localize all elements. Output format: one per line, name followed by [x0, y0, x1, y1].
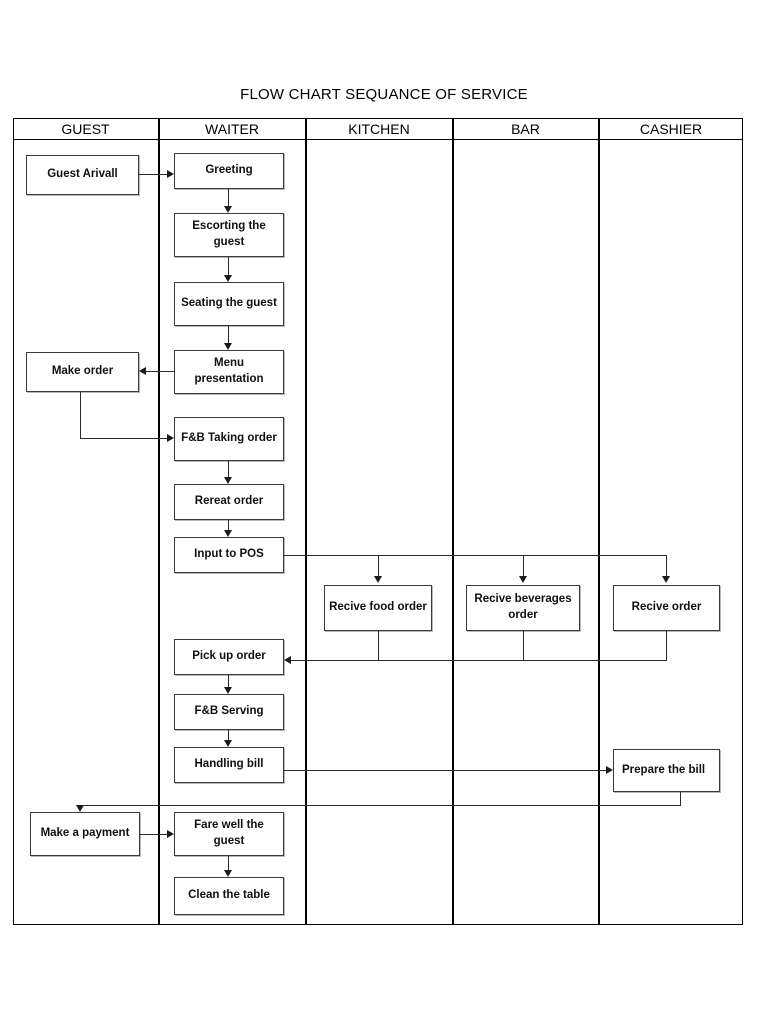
swimlane-table-frame	[13, 118, 743, 925]
connector-recive-food-drop	[378, 631, 380, 661]
connector-escorting-to-seating	[228, 257, 230, 275]
node-fb-taking-order[interactable]: F&B Taking order	[174, 417, 284, 461]
lane-divider-4	[598, 118, 600, 925]
connector-handling-bill-to-prepare	[284, 770, 606, 772]
node-input-to-pos[interactable]: Input to POS	[174, 537, 284, 573]
arrowhead-prepare-bill-to-payment	[76, 805, 84, 812]
connector-seating-to-menu	[228, 326, 230, 343]
connector-bus-to-recive-order	[666, 555, 668, 576]
arrowhead-farewell-to-clean	[224, 870, 232, 877]
page-title: FLOW CHART SEQUANCE OF SERVICE	[240, 86, 528, 103]
arrowhead-menu-to-make-order	[139, 367, 146, 375]
lane-divider-2	[305, 118, 307, 925]
arrowhead-payment-to-farewell	[167, 830, 174, 838]
lane-header-waiter: WAITER	[205, 121, 259, 137]
connector-greeting-to-escorting	[228, 189, 230, 206]
node-seating-the-guest[interactable]: Seating the guest	[174, 282, 284, 326]
arrowhead-bus-to-recive-beverages	[519, 576, 527, 583]
swimlane-header-row	[13, 118, 743, 140]
node-recive-beverages-order[interactable]: Recive beverages order	[466, 585, 580, 631]
node-greeting[interactable]: Greeting	[174, 153, 284, 189]
connector-recive-order-drop	[666, 631, 668, 661]
lane-header-kitchen: KITCHEN	[348, 121, 410, 137]
connector-return-bus-to-pickup	[291, 660, 667, 662]
node-fare-well-the-guest[interactable]: Fare well the guest	[174, 812, 284, 856]
arrowhead-handling-bill-to-prepare	[606, 766, 613, 774]
arrowhead-serving-to-handling-bill	[224, 740, 232, 747]
connector-arrival-to-greeting	[139, 174, 167, 176]
connector-bus-to-recive-food	[378, 555, 380, 576]
arrowhead-greeting-to-escorting	[224, 206, 232, 213]
arrowhead-arrival-to-greeting	[167, 170, 174, 178]
node-escorting-the-guest[interactable]: Escorting the guest	[174, 213, 284, 257]
arrowhead-return-bus-to-pickup	[284, 656, 291, 664]
connector-serving-to-handling-bill	[228, 730, 230, 740]
arrowhead-make-order-to-fb-taking	[167, 434, 174, 442]
lane-divider-1	[158, 118, 160, 925]
connector-prepare-bill-drop	[680, 792, 682, 806]
connector-fb-taking-to-rereat	[228, 461, 230, 477]
node-handling-bill[interactable]: Handling bill	[174, 747, 284, 783]
connector-recive-beverages-drop	[523, 631, 525, 661]
node-clean-the-table[interactable]: Clean the table	[174, 877, 284, 915]
arrowhead-escorting-to-seating	[224, 275, 232, 282]
node-make-order[interactable]: Make order	[26, 352, 139, 392]
connector-pickup-to-serving	[228, 675, 230, 687]
connector-farewell-to-clean	[228, 856, 230, 870]
lane-header-cashier: CASHIER	[639, 121, 703, 137]
node-fb-serving[interactable]: F&B Serving	[174, 694, 284, 730]
connector-menu-to-make-order	[146, 371, 174, 373]
connector-make-order-to-fb-taking	[80, 438, 167, 440]
connector-prepare-bill-to-payment	[80, 805, 681, 807]
connector-rereat-to-pos	[228, 520, 230, 530]
arrowhead-rereat-to-pos	[224, 530, 232, 537]
node-prepare-the-bill[interactable]: Prepare the bill	[613, 749, 720, 792]
connector-payment-to-farewell	[140, 834, 167, 836]
node-menu-presentation[interactable]: Menu presentation	[174, 350, 284, 394]
arrowhead-seating-to-menu	[224, 343, 232, 350]
node-pick-up-order[interactable]: Pick up order	[174, 639, 284, 675]
arrowhead-fb-taking-to-rereat	[224, 477, 232, 484]
lane-header-bar: BAR	[511, 121, 540, 137]
connector-bus-to-recive-beverages	[523, 555, 525, 576]
arrowhead-bus-to-recive-food	[374, 576, 382, 583]
arrowhead-bus-to-recive-order	[662, 576, 670, 583]
node-rereat-order[interactable]: Rereat order	[174, 484, 284, 520]
connector-make-order-drop	[80, 392, 82, 439]
lane-divider-3	[452, 118, 454, 925]
arrowhead-pickup-to-serving	[224, 687, 232, 694]
connector-pos-bus	[284, 555, 666, 557]
node-recive-food-order[interactable]: Recive food order	[324, 585, 432, 631]
node-make-payment[interactable]: Make a payment	[30, 812, 140, 856]
node-recive-order[interactable]: Recive order	[613, 585, 720, 631]
lane-header-guest: GUEST	[61, 121, 110, 137]
node-guest-arrival[interactable]: Guest Arivall	[26, 155, 139, 195]
